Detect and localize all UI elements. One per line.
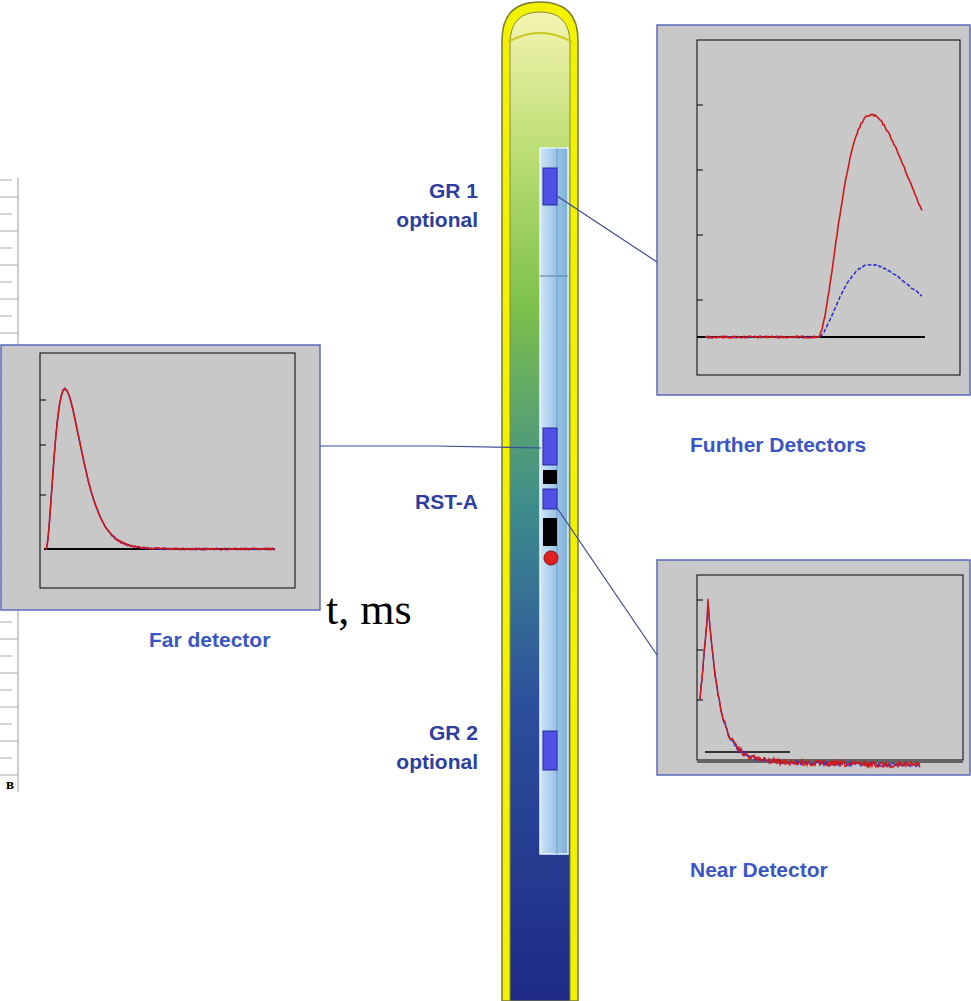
fragment-label: в bbox=[6, 776, 14, 793]
chart-panel: Further Detectors bbox=[657, 25, 970, 395]
signal-curves bbox=[46, 114, 922, 767]
ruler-tick bbox=[0, 673, 18, 674]
panel-caption: Near Detector bbox=[690, 858, 828, 882]
ruler-tick bbox=[0, 265, 18, 266]
ruler-tick bbox=[0, 656, 12, 657]
borehole-wall bbox=[502, 2, 578, 1001]
near-detector bbox=[543, 489, 557, 509]
leader-line bbox=[320, 196, 657, 655]
gr2-detector bbox=[543, 731, 557, 770]
chart-panel: Near Detector bbox=[657, 560, 970, 775]
shield bbox=[543, 470, 557, 484]
logging-tool bbox=[540, 148, 568, 854]
chart-panel bbox=[1, 345, 320, 610]
tool-label: GR 1 optional bbox=[368, 176, 478, 234]
panel-caption: Further Detectors bbox=[690, 433, 866, 457]
neutron-source bbox=[544, 551, 558, 565]
tool-joint bbox=[540, 276, 568, 277]
tool-label: GR 2 optional bbox=[368, 718, 478, 776]
signal-trace bbox=[46, 388, 275, 550]
signal-trace bbox=[700, 599, 920, 768]
ruler-tick bbox=[0, 316, 12, 317]
ruler-tick bbox=[0, 231, 18, 232]
signal-trace bbox=[705, 264, 922, 337]
ruler-tick bbox=[0, 299, 18, 300]
tool-label: RST-A bbox=[358, 490, 478, 514]
ruler-tick bbox=[0, 690, 12, 691]
axis-label: t, ms bbox=[326, 584, 412, 635]
ruler-tick bbox=[0, 622, 12, 623]
plot-area bbox=[697, 575, 963, 760]
ruler-tick bbox=[0, 282, 12, 283]
signal-trace bbox=[46, 389, 275, 550]
ruler-tick bbox=[0, 180, 12, 181]
chart-panel bbox=[657, 560, 970, 775]
far-detector bbox=[543, 428, 557, 465]
ruler-tick bbox=[0, 333, 18, 334]
borehole-fluid bbox=[510, 12, 570, 1001]
gr1-detector bbox=[543, 168, 557, 205]
chart-panel bbox=[657, 25, 970, 395]
ruler-tick bbox=[0, 724, 12, 725]
ruler-tick bbox=[0, 248, 12, 249]
ruler-tick bbox=[0, 214, 12, 215]
ruler-tick bbox=[0, 639, 18, 640]
axis-ticks bbox=[40, 105, 963, 762]
panel-caption: Far detector bbox=[149, 628, 270, 652]
ruler-tick bbox=[0, 775, 18, 776]
borehole-top bbox=[508, 33, 572, 42]
ruler-tick bbox=[0, 758, 12, 759]
signal-trace bbox=[700, 601, 920, 767]
ruler-tick bbox=[0, 707, 18, 708]
plot-area bbox=[697, 40, 960, 375]
ruler-tick bbox=[0, 197, 18, 198]
ruler-tick bbox=[0, 741, 18, 742]
plot-area bbox=[40, 353, 295, 588]
chart-panel: Far detector bbox=[1, 345, 320, 610]
shield bbox=[543, 518, 557, 546]
signal-trace bbox=[705, 114, 922, 338]
